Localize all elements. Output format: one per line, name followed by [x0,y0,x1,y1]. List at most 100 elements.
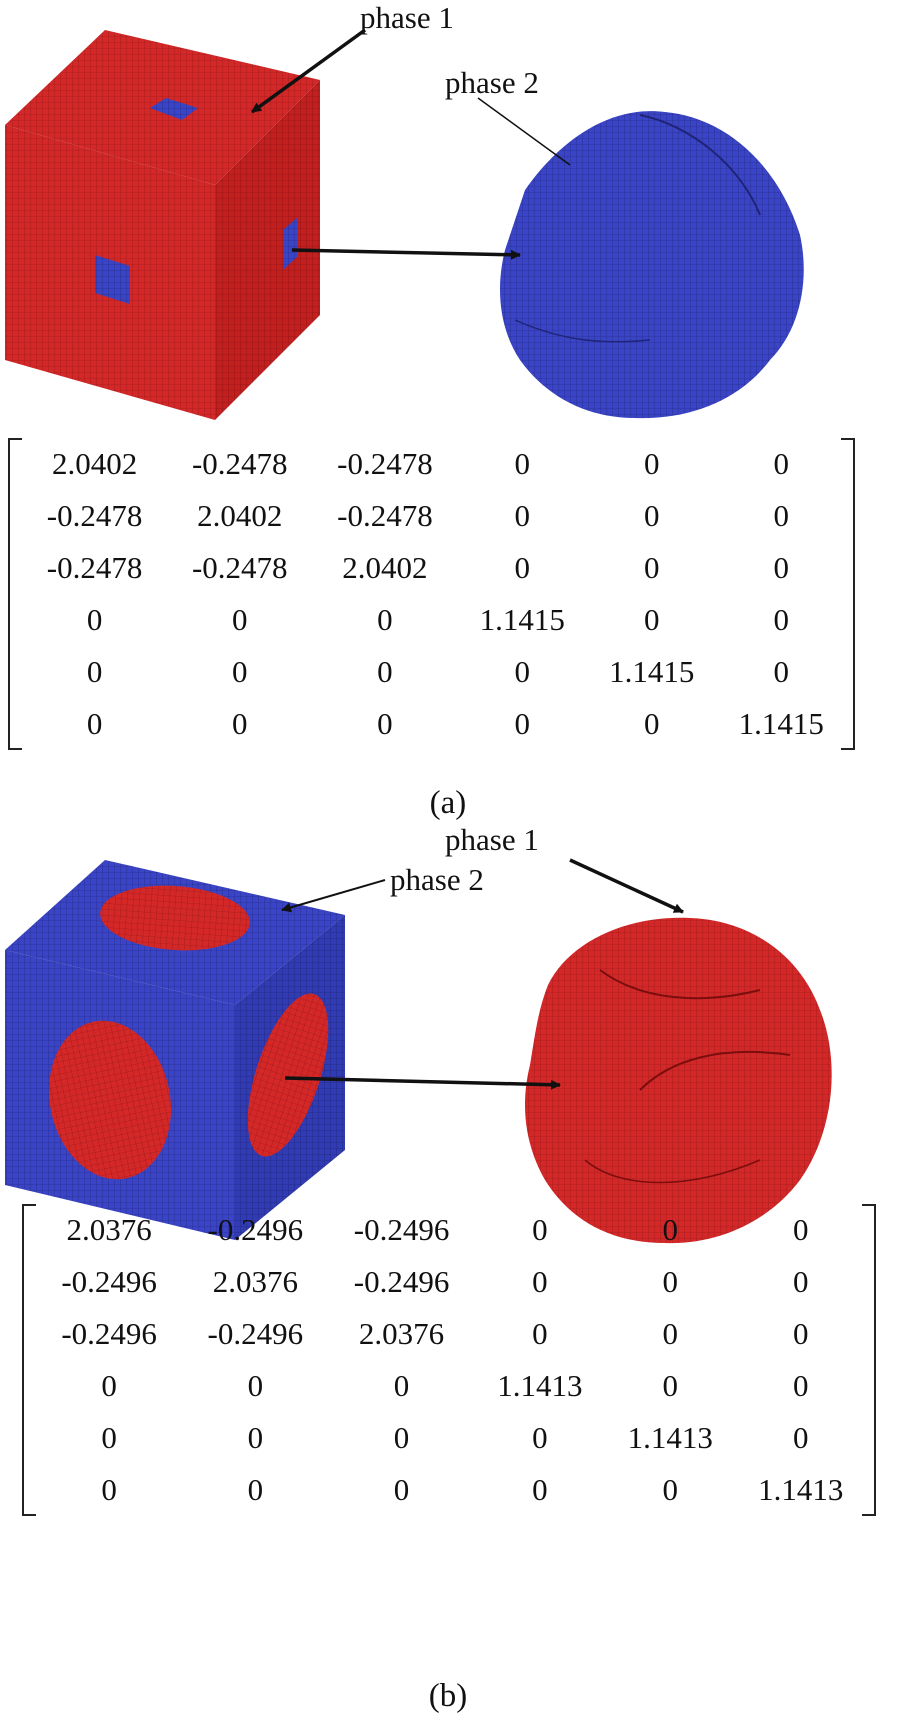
arrow-phase1-b [569,858,684,914]
matrix-cell: 0 [514,706,531,741]
matrix-cell: 1.1415 [609,654,695,689]
matrix-cell: 2.0402 [51,446,138,481]
matrix-cell: 1.1415 [738,706,824,741]
matrix-cell: 0 [532,1264,548,1299]
matrix-cell: 0 [662,1472,679,1507]
matrix-cell: -0.2478 [46,550,143,585]
matrix-row: -0.2496 -0.2496 2.0376 0 0 0 [36,1308,866,1360]
matrix-cell: -0.2478 [191,446,288,481]
matrix-cell: 0 [643,550,660,585]
matrix-cell: -0.2478 [337,498,433,533]
matrix-cell: 0 [247,1368,264,1403]
matrix-cell: 0 [793,1420,809,1455]
matrix-row: 0 0 0 0 1.1413 0 [36,1412,866,1464]
matrix-cell: 0 [643,602,660,637]
matrix-cell: 2.0376 [358,1316,445,1351]
matrix-bracket-right [841,438,855,750]
matrix-cell: 2.0376 [66,1212,152,1247]
matrix-cell: -0.2478 [191,550,288,585]
matrix-cell: 0 [514,498,531,533]
label-phase2-b: phase 2 [390,862,484,897]
matrix-cell: 0 [232,602,248,637]
matrix-cell: 0 [773,446,789,481]
label-phase1-a: phase 1 [360,0,454,35]
matrix-cell: 0 [662,1264,679,1299]
matrix-cube-a [5,30,320,420]
matrix-cell: 0 [773,602,789,637]
inclusion-faces-b [48,885,329,1180]
matrix-cell: 1.1415 [479,602,565,637]
matrix-cell: 0 [643,446,660,481]
matrix-cell: 2.0402 [197,498,283,533]
caption-a: (a) [429,785,467,821]
panel-b-figure: phase 1 phase 2 [5,822,832,1244]
matrix-cell: 0 [514,654,531,689]
matrix-cell: 0 [643,706,660,741]
matrix-cell: -0.2478 [46,498,143,533]
arrow-phase2-b [281,879,386,913]
arrow-phase1-a [250,28,367,114]
matrix-cell: 2.0402 [342,550,428,585]
matrix-cell: 0 [377,706,393,741]
matrix-cell: 0 [793,1316,809,1351]
matrix-cell: 0 [393,1472,410,1507]
matrix-row: -0.2478 2.0402 -0.2478 0 0 0 [22,490,846,542]
inclusion-faces-a [95,98,298,304]
matrix-cell: 0 [773,654,789,689]
matrix-cell: 0 [232,706,248,741]
matrix-cell: 0 [532,1316,548,1351]
matrix-cell: 1.1413 [758,1472,844,1507]
label-phase1-b: phase 1 [445,822,539,857]
inclusion-sphere-b [525,917,832,1244]
matrix-cell: -0.2496 [207,1316,304,1351]
matrix-bracket-right [862,1204,876,1516]
matrix-cell: 0 [393,1368,410,1403]
matrix-cell: -0.2478 [337,446,433,481]
matrix-cell: -0.2496 [61,1264,157,1299]
inclusion-sphere-a [500,111,804,419]
matrix-cell: 0 [86,706,103,741]
matrix-cell: 2.0376 [212,1264,298,1299]
matrix-cell: 0 [101,1420,117,1455]
matrix-cell: 0 [514,446,531,481]
matrix-cell: 0 [793,1212,809,1247]
arrow-phase2-a [477,97,571,166]
matrix-cell: 0 [532,1420,548,1455]
matrix-row: 0 0 0 0 0 1.1415 [22,698,846,750]
matrix-cell: 0 [393,1420,410,1455]
matrix-cell: 0 [793,1264,809,1299]
matrix-cell: 0 [643,498,660,533]
panel-a-figure: phase 1 phase 2 [5,0,804,420]
matrix-row: 2.0402 -0.2478 -0.2478 0 0 0 [22,438,846,490]
arrow-connector-b [284,1076,561,1090]
matrix-bracket-left [8,438,22,750]
matrix-cell: 0 [532,1212,548,1247]
matrix-cell: -0.2496 [207,1212,304,1247]
matrix-cell: 0 [662,1316,679,1351]
matrix-cell: 1.1413 [627,1420,713,1455]
matrix-cell: 0 [247,1420,264,1455]
matrix-cell: 0 [773,550,789,585]
matrix-cell: -0.2496 [61,1316,157,1351]
arrow-connector-a [291,248,521,260]
matrix-cell: 0 [247,1472,264,1507]
matrix-cell: 0 [101,1368,117,1403]
matrix-cell: 0 [232,654,248,689]
matrix-cell: 0 [532,1472,548,1507]
label-phase2-a: phase 2 [445,65,539,100]
matrix-bracket-left [22,1204,36,1516]
matrix-cell: 0 [793,1368,809,1403]
matrix-cell: 0 [377,602,393,637]
matrix-cell: 0 [773,498,789,533]
